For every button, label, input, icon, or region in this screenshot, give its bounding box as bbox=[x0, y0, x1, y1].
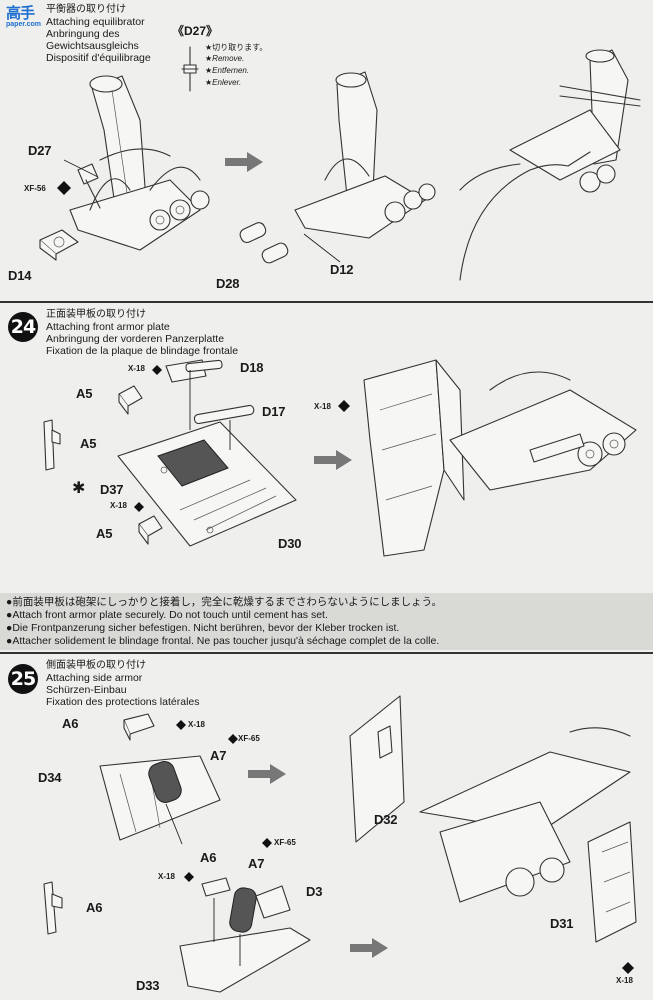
step25-arrow-2 bbox=[350, 938, 388, 958]
d33-label: D33 bbox=[136, 978, 160, 993]
step25-lower-exploded bbox=[179, 877, 311, 993]
d27-label: D27 bbox=[28, 143, 52, 158]
d28-label: D28 bbox=[216, 276, 240, 291]
x18-c-dot bbox=[622, 962, 634, 974]
d30-label: D30 bbox=[278, 536, 302, 551]
d31-label: D31 bbox=[550, 916, 574, 931]
a6-a-label: A6 bbox=[62, 716, 79, 731]
d37-label: D37 bbox=[100, 482, 124, 497]
d3-label: D3 bbox=[306, 884, 323, 899]
x18-c-label: X-18 bbox=[616, 976, 633, 985]
step23-title-jp: 平衡器の取り付け bbox=[46, 4, 126, 15]
remove-de: ★Entfernen. bbox=[205, 66, 250, 75]
watermark-logo-text: 高手 bbox=[6, 4, 35, 22]
divider-1 bbox=[0, 301, 653, 303]
step23-title-fr: Dispositif d'équilibrage bbox=[46, 52, 151, 64]
xf65-a-label: XF-65 bbox=[238, 734, 260, 743]
remove-jp: ★切り取ります。 bbox=[205, 43, 268, 52]
d14-label: D14 bbox=[8, 268, 32, 283]
step25-title-en: Attaching side armor bbox=[46, 672, 143, 684]
step23-title-de-1: Anbringung des bbox=[46, 28, 120, 40]
a6-side-label: A6 bbox=[86, 900, 103, 915]
remove-fr: ★Enlever. bbox=[205, 78, 242, 87]
step24-title-fr: Fixation de la plaque de blindage fronta… bbox=[46, 345, 239, 357]
step25-title-de: Schürzen-Einbau bbox=[46, 684, 127, 696]
caution-de: ●Die Frontpanzerung sicher befestigen. N… bbox=[6, 622, 400, 634]
step24-arrow bbox=[314, 450, 352, 470]
xf65-a-dot bbox=[228, 734, 238, 744]
caution-fr: ●Attacher solidement le blindage frontal… bbox=[6, 635, 440, 647]
d28-parts bbox=[239, 222, 289, 264]
step25-title-fr: Fixation des protections latérales bbox=[46, 696, 200, 708]
a6-side-part bbox=[43, 881, 63, 935]
divider-2 bbox=[0, 652, 653, 654]
xf65-b-dot bbox=[262, 838, 272, 848]
x18-b-dot-25 bbox=[184, 872, 194, 882]
step24-result-drawing bbox=[363, 359, 637, 557]
a6-b-label: A6 bbox=[200, 850, 217, 865]
caution-jp: ●前面装甲板は砲架にしっかりと接着し，完全に乾燥するまでさわらないようにしましょ… bbox=[6, 596, 443, 608]
step23-assembly-drawing bbox=[69, 75, 210, 251]
a5-side-label: A5 bbox=[80, 436, 97, 451]
step25-title-jp: 側面装甲板の取り付け bbox=[46, 660, 146, 671]
watermark-site: paper.com bbox=[6, 21, 42, 28]
step24-title-en: Attaching front armor plate bbox=[46, 321, 170, 333]
step23-title-de-2: Gewichtsausgleichs bbox=[46, 40, 139, 52]
a5-b-label: A5 bbox=[96, 526, 113, 541]
step24-exploded-drawing bbox=[117, 359, 297, 547]
x18-b-label-25: X-18 bbox=[158, 872, 175, 881]
d32-label: D32 bbox=[374, 812, 398, 827]
a5-side-part bbox=[43, 419, 61, 471]
tweezers-illustration bbox=[459, 49, 641, 281]
d34-label: D34 bbox=[38, 770, 62, 785]
d12-label: D12 bbox=[330, 262, 354, 277]
d17-label: D17 bbox=[262, 404, 286, 419]
remove-en: ★Remove. bbox=[205, 54, 245, 63]
d27-pointer bbox=[63, 159, 99, 178]
watermark-logo: 高手 paper.com bbox=[2, 2, 84, 34]
xf56-label: XF-56 bbox=[24, 184, 46, 193]
step25-result-drawing bbox=[349, 695, 637, 943]
a5-part-a bbox=[118, 385, 143, 415]
a5-part-b bbox=[138, 515, 163, 545]
xf65-b-label: XF-65 bbox=[274, 838, 296, 847]
d27-callout: 《D27》 bbox=[172, 24, 219, 38]
a7-b-label: A7 bbox=[248, 856, 265, 871]
x18-a-label-25: X-18 bbox=[188, 720, 205, 729]
x18-b-dot bbox=[134, 502, 144, 512]
a6-part-a bbox=[123, 713, 155, 741]
x18-b-label: X-18 bbox=[110, 501, 127, 510]
x18-right-dot bbox=[338, 400, 350, 412]
d14-part bbox=[39, 229, 79, 261]
step24-title-de: Anbringung der vorderen Panzerplatte bbox=[46, 333, 225, 345]
xf56-dot bbox=[57, 181, 71, 195]
step25-upper-exploded bbox=[99, 755, 221, 845]
caution-en: ●Attach front armor plate securely. Do n… bbox=[6, 609, 328, 621]
step24-number: 24 bbox=[8, 312, 38, 342]
a5-a-label: A5 bbox=[76, 386, 93, 401]
d18-label: D18 bbox=[240, 360, 264, 375]
x18-a-label: X-18 bbox=[128, 364, 145, 373]
d12-pointer bbox=[303, 233, 341, 263]
step23-middle-drawing bbox=[294, 71, 436, 239]
step23-title-en: Attaching equilibrator bbox=[46, 16, 145, 28]
caution-box: ●前面装甲板は砲架にしっかりと接着し，完全に乾燥するまでさわらないようにしましょ… bbox=[0, 593, 653, 650]
step25-number: 25 bbox=[8, 664, 38, 694]
x18-a-dot bbox=[152, 365, 162, 375]
a7-a-label: A7 bbox=[210, 748, 227, 763]
d27-sprue-icon bbox=[181, 46, 199, 92]
step23-arrow-1 bbox=[225, 152, 263, 172]
cement-icon: ✱ bbox=[72, 480, 86, 497]
x18-right-label: X-18 bbox=[314, 402, 331, 411]
step25-arrow-1 bbox=[248, 764, 286, 784]
step24-title-jp: 正面装甲板の取り付け bbox=[46, 309, 146, 320]
x18-a-dot-25 bbox=[176, 720, 186, 730]
